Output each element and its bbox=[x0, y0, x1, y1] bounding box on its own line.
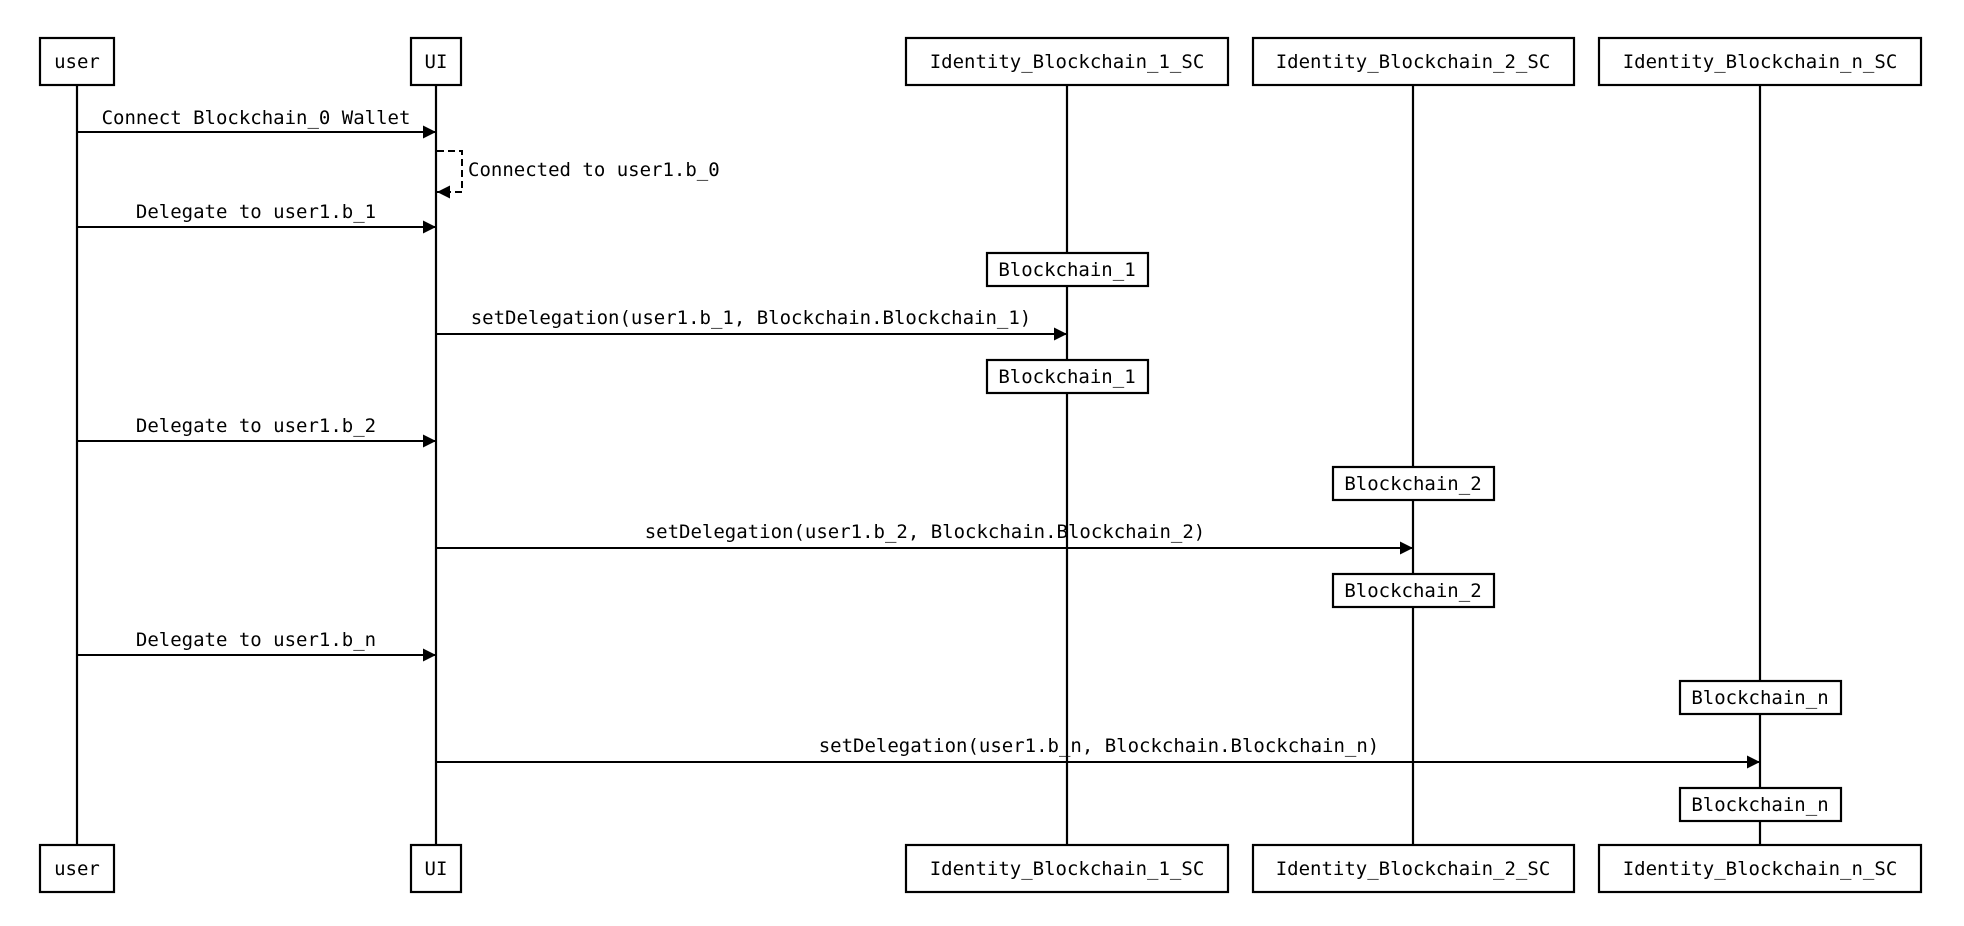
participant-sc2-top: Identity_Blockchain_2_SC bbox=[1251, 36, 1576, 87]
participant-sc1-bottom: Identity_Blockchain_1_SC bbox=[904, 843, 1230, 894]
message-delegate-b2: Delegate to user1.b_2 bbox=[77, 415, 436, 448]
message-label: Delegate to user1.b_1 bbox=[136, 201, 376, 223]
note-blockchain-2-top: Blockchain_2 bbox=[1331, 465, 1496, 502]
message-setdelegation-bn: setDelegation(user1.b_n, Blockchain.Bloc… bbox=[436, 735, 1760, 769]
participant-label: user bbox=[54, 858, 100, 880]
participant-scn-bottom: Identity_Blockchain_n_SC bbox=[1597, 843, 1923, 894]
message-setdelegation-b1: setDelegation(user1.b_1, Blockchain.Bloc… bbox=[436, 307, 1067, 341]
participant-sc1-top: Identity_Blockchain_1_SC bbox=[904, 36, 1230, 87]
message-label: Delegate to user1.b_n bbox=[136, 629, 376, 651]
note-blockchain-1-bottom: Blockchain_1 bbox=[985, 358, 1150, 395]
note-label: Blockchain_1 bbox=[998, 366, 1135, 388]
participant-label: UI bbox=[425, 858, 448, 880]
note-blockchain-n-top: Blockchain_n bbox=[1678, 679, 1843, 716]
note-label: Blockchain_2 bbox=[1344, 580, 1481, 602]
note-blockchain-n-bottom: Blockchain_n bbox=[1678, 786, 1843, 823]
message-label: setDelegation(user1.b_2, Blockchain.Bloc… bbox=[645, 521, 1206, 543]
message-connect-wallet: Connect Blockchain_0 Wallet bbox=[77, 107, 436, 139]
participant-label: Identity_Blockchain_n_SC bbox=[1623, 51, 1898, 73]
participant-label: Identity_Blockchain_2_SC bbox=[1276, 858, 1551, 880]
self-message-connected: Connected to user1.b_0 bbox=[437, 150, 720, 199]
note-label: Blockchain_2 bbox=[1344, 473, 1481, 495]
note-label: Blockchain_1 bbox=[998, 259, 1135, 281]
message-label: Connect Blockchain_0 Wallet bbox=[102, 107, 411, 129]
participant-ui-bottom: UI bbox=[409, 843, 463, 894]
participant-label: UI bbox=[425, 51, 448, 73]
note-label: Blockchain_n bbox=[1691, 794, 1828, 816]
note-blockchain-1-top: Blockchain_1 bbox=[985, 251, 1150, 288]
message-delegate-b1: Delegate to user1.b_1 bbox=[77, 201, 436, 234]
message-label: setDelegation(user1.b_1, Blockchain.Bloc… bbox=[471, 307, 1032, 329]
participant-label: Identity_Blockchain_1_SC bbox=[930, 858, 1205, 880]
note-blockchain-2-bottom: Blockchain_2 bbox=[1331, 572, 1496, 609]
message-setdelegation-b2: setDelegation(user1.b_2, Blockchain.Bloc… bbox=[436, 521, 1413, 555]
participant-user-top: user bbox=[38, 36, 116, 87]
message-label: Delegate to user1.b_2 bbox=[136, 415, 376, 437]
participant-ui-top: UI bbox=[409, 36, 463, 87]
note-label: Blockchain_n bbox=[1691, 687, 1828, 709]
participant-user-bottom: user bbox=[38, 843, 116, 894]
message-delegate-bn: Delegate to user1.b_n bbox=[77, 629, 436, 662]
message-label: Connected to user1.b_0 bbox=[468, 159, 720, 181]
message-label: setDelegation(user1.b_n, Blockchain.Bloc… bbox=[819, 735, 1380, 757]
participant-label: Identity_Blockchain_2_SC bbox=[1276, 51, 1551, 73]
participant-label: Identity_Blockchain_1_SC bbox=[930, 51, 1205, 73]
participant-scn-top: Identity_Blockchain_n_SC bbox=[1597, 36, 1923, 87]
participant-label: user bbox=[54, 51, 100, 73]
lifelines bbox=[75, 85, 1762, 845]
participant-sc2-bottom: Identity_Blockchain_2_SC bbox=[1251, 843, 1576, 894]
participant-label: Identity_Blockchain_n_SC bbox=[1623, 858, 1898, 880]
